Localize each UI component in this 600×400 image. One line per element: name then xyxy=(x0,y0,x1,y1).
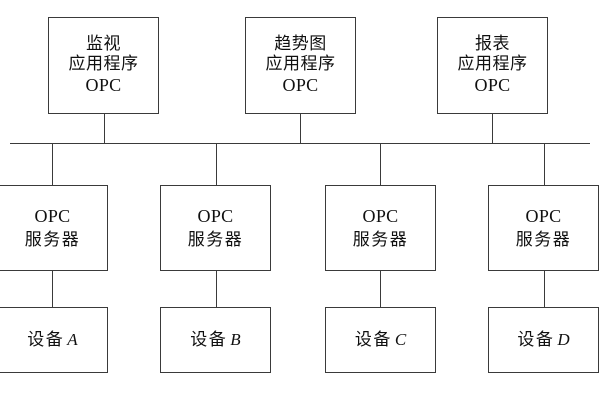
app-node-report[interactable]: 报表 应用程序 OPC xyxy=(437,17,548,114)
app-node-trend-line3: OPC xyxy=(282,75,319,96)
app-node-monitor[interactable]: 监视 应用程序 OPC xyxy=(48,17,159,114)
device-node-d-name: 设备 xyxy=(517,329,555,349)
device-node-c-name: 设备 xyxy=(354,329,392,349)
device-node-d-label: D xyxy=(557,329,570,349)
connector-opc-server-1-to-device-a xyxy=(52,270,53,308)
app-node-monitor-line2: 应用程序 xyxy=(68,54,139,74)
app-node-monitor-line1: 监视 xyxy=(86,34,121,54)
opc-server-node-1-line2: 服务器 xyxy=(24,230,81,250)
connector-opc-server-2-to-device-b xyxy=(216,270,217,308)
connector-bus-to-opc-server-2 xyxy=(216,143,217,186)
opc-server-node-1-line1: OPC xyxy=(34,205,71,226)
opc-server-node-4-line2: 服务器 xyxy=(515,230,572,250)
app-node-trend-line2: 应用程序 xyxy=(265,54,336,74)
connector-opc-server-4-to-device-d xyxy=(544,270,545,308)
app-node-report-line3: OPC xyxy=(474,75,511,96)
opc-server-node-2-line2: 服务器 xyxy=(187,230,244,250)
connector-bus-to-opc-server-3 xyxy=(380,143,381,186)
connector-bus-to-opc-server-1 xyxy=(52,143,53,186)
connector-opc-server-3-to-device-c xyxy=(380,270,381,308)
opc-server-node-4[interactable]: OPC 服务器 xyxy=(488,185,599,271)
network-bus xyxy=(10,143,590,144)
app-node-report-line1: 报表 xyxy=(475,34,510,54)
connector-bus-to-opc-server-4 xyxy=(544,143,545,186)
connector-app-trend-to-bus xyxy=(300,113,301,144)
device-node-a-name: 设备 xyxy=(27,329,65,349)
app-node-report-line2: 应用程序 xyxy=(457,54,528,74)
app-node-trend-line1: 趋势图 xyxy=(274,34,327,54)
opc-server-node-3[interactable]: OPC 服务器 xyxy=(325,185,436,271)
connector-app-monitor-to-bus xyxy=(104,113,105,144)
opc-server-node-1[interactable]: OPC 服务器 xyxy=(0,185,108,271)
app-node-monitor-line3: OPC xyxy=(85,75,122,96)
device-node-a-label: A xyxy=(67,329,78,349)
app-node-trend[interactable]: 趋势图 应用程序 OPC xyxy=(245,17,356,114)
device-node-b-label: B xyxy=(230,329,241,349)
opc-server-node-2-line1: OPC xyxy=(197,205,234,226)
device-node-c-label: C xyxy=(394,329,407,349)
device-node-b-name: 设备 xyxy=(190,329,228,349)
opc-server-node-3-line1: OPC xyxy=(362,205,399,226)
connector-app-report-to-bus xyxy=(492,113,493,144)
opc-server-node-2[interactable]: OPC 服务器 xyxy=(160,185,271,271)
opc-server-node-4-line1: OPC xyxy=(525,205,562,226)
opc-server-node-3-line2: 服务器 xyxy=(352,230,409,250)
